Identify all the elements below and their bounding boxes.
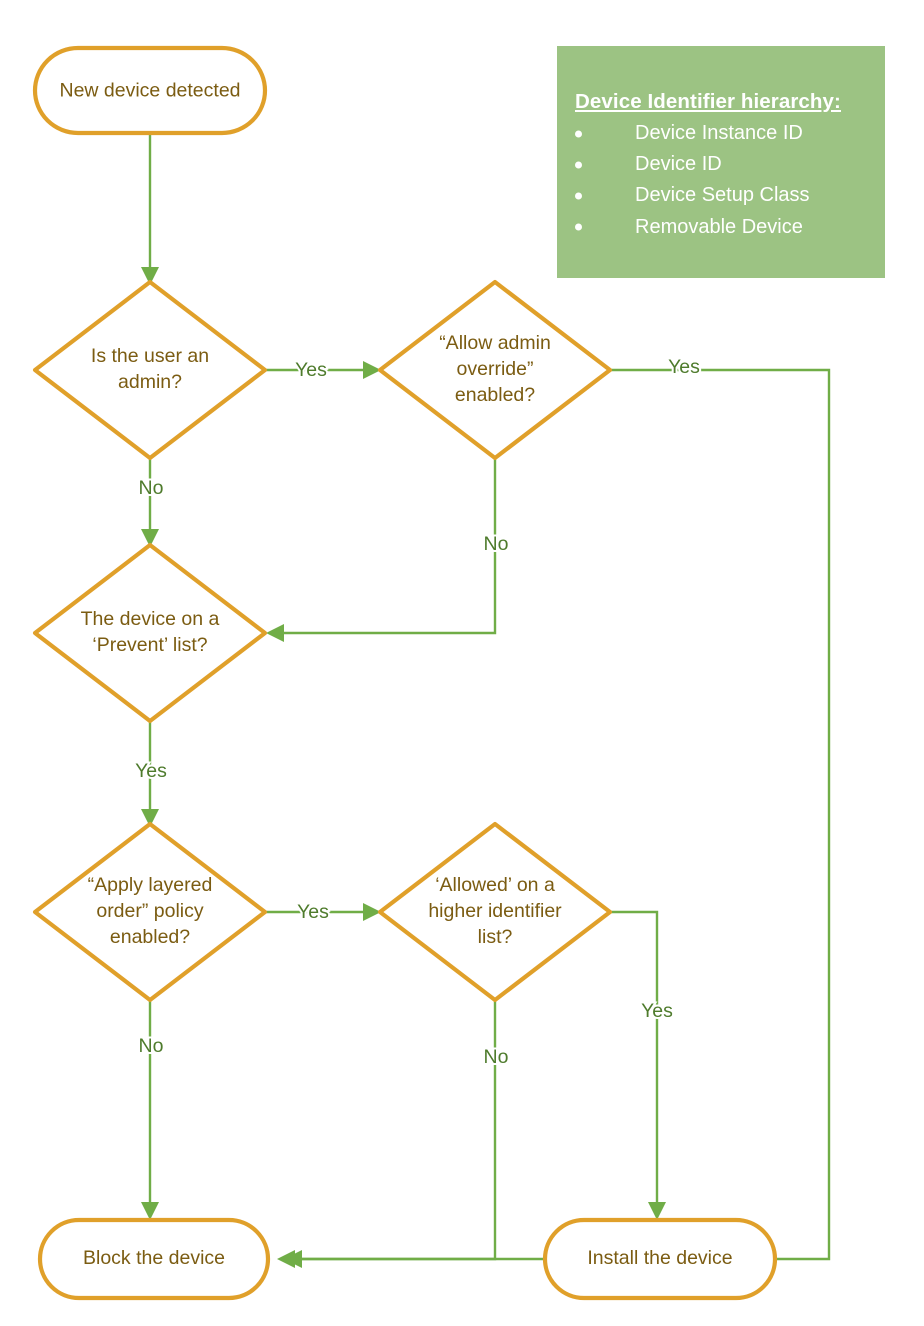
edge-label-higher-yes: Yes — [641, 1000, 673, 1022]
node-allow-admin-override-label-line2: override” — [457, 358, 534, 380]
edge-higher-no — [286, 1000, 497, 1261]
legend-list-item: Device ID — [557, 149, 885, 180]
edge-label-is-admin-no: No — [139, 477, 164, 499]
node-apply-layered-order-label-line3: enabled? — [110, 926, 190, 948]
node-install-the-device[interactable]: Install the device — [542, 1217, 778, 1301]
node-block-the-device-label: Block the device — [83, 1247, 225, 1269]
arrowhead-is-admin-yes — [363, 361, 381, 379]
arrowhead-layered-yes — [363, 903, 381, 921]
edge-higher-yes — [610, 910, 659, 1211]
node-install-the-device-label: Install the device — [587, 1247, 732, 1269]
node-new-device-detected[interactable]: New device detected — [32, 45, 268, 136]
connectors: admin_override --> prevent_list --> righ… — [141, 133, 831, 1268]
node-apply-layered-order[interactable]: “Apply layered order” policy enabled? — [32, 821, 268, 1003]
edge-label-layered-no: No — [139, 1035, 164, 1057]
edge-label-layered-yes: Yes — [297, 901, 329, 923]
node-block-the-device[interactable]: Block the device — [37, 1217, 271, 1301]
arrowhead-override-no — [266, 624, 284, 642]
legend-item-list: Device Instance ID Device ID Device Setu… — [557, 118, 885, 243]
node-is-user-admin-label-line2: admin? — [118, 371, 182, 393]
legend-item-label: Removable Device — [635, 215, 803, 238]
node-allow-admin-override[interactable]: “Allow admin override” enabled? — [377, 279, 613, 461]
node-allow-admin-override-label-line1: “Allow admin — [439, 332, 551, 354]
bullet-icon — [575, 161, 582, 169]
node-apply-layered-order-label-line2: order” policy — [96, 900, 204, 922]
edge-label-override-yes: Yes — [668, 356, 700, 378]
arrowhead-layered-no — [141, 1202, 159, 1220]
arrowhead-higher-no — [277, 1250, 295, 1268]
edge-override-yes — [293, 368, 831, 1261]
legend-title: Device Identifier hierarchy: — [575, 90, 841, 113]
node-higher-identifier-list[interactable]: ‘Allowed’ on a higher identifier list? — [377, 821, 613, 1003]
edge-label-is-admin-yes: Yes — [295, 359, 327, 381]
legend-list-item: Device Setup Class — [557, 180, 885, 211]
node-higher-identifier-list-label-line2: higher identifier — [428, 900, 562, 922]
node-prevent-list-label-line1: The device on a — [81, 608, 220, 630]
edge-override-no — [276, 458, 497, 635]
edge-label-prevent-yes: Yes — [135, 760, 167, 782]
arrowhead-higher-yes — [648, 1202, 666, 1220]
arrowhead-start-to-is-admin — [141, 267, 159, 285]
bullet-icon — [575, 223, 582, 231]
legend-list-item: Removable Device — [557, 212, 885, 243]
edge-label-override-no: No — [484, 533, 509, 555]
legend-item-label: Device ID — [635, 153, 722, 176]
edge-label-higher-no: No — [484, 1046, 509, 1068]
bullet-icon — [575, 192, 582, 200]
edge-labels: Yes No Yes No Yes Yes No Yes No — [133, 354, 702, 1070]
node-is-user-admin[interactable]: Is the user an admin? — [32, 279, 268, 461]
node-higher-identifier-list-label-line1: ‘Allowed’ on a — [435, 874, 555, 896]
arrowhead-prevent-yes — [141, 809, 159, 827]
bullet-icon — [575, 130, 582, 138]
node-prevent-list-label-line2: ‘Prevent’ list? — [92, 634, 207, 656]
node-allow-admin-override-label-line3: enabled? — [455, 384, 535, 406]
node-new-device-detected-label: New device detected — [59, 80, 240, 102]
node-higher-identifier-list-label-line3: list? — [478, 926, 513, 948]
legend-item-label: Device Setup Class — [635, 184, 810, 207]
legend-item-label: Device Instance ID — [635, 122, 803, 144]
device-identifier-hierarchy-legend: Device Identifier hierarchy: Device Inst… — [557, 46, 885, 278]
node-is-user-admin-label-line1: Is the user an — [91, 345, 209, 367]
node-prevent-list[interactable]: The device on a ‘Prevent’ list? — [32, 542, 268, 724]
legend-list-item: Device Instance ID — [557, 118, 885, 149]
arrowhead-is-admin-no — [141, 529, 159, 547]
node-apply-layered-order-label-line1: “Apply layered — [88, 874, 213, 896]
